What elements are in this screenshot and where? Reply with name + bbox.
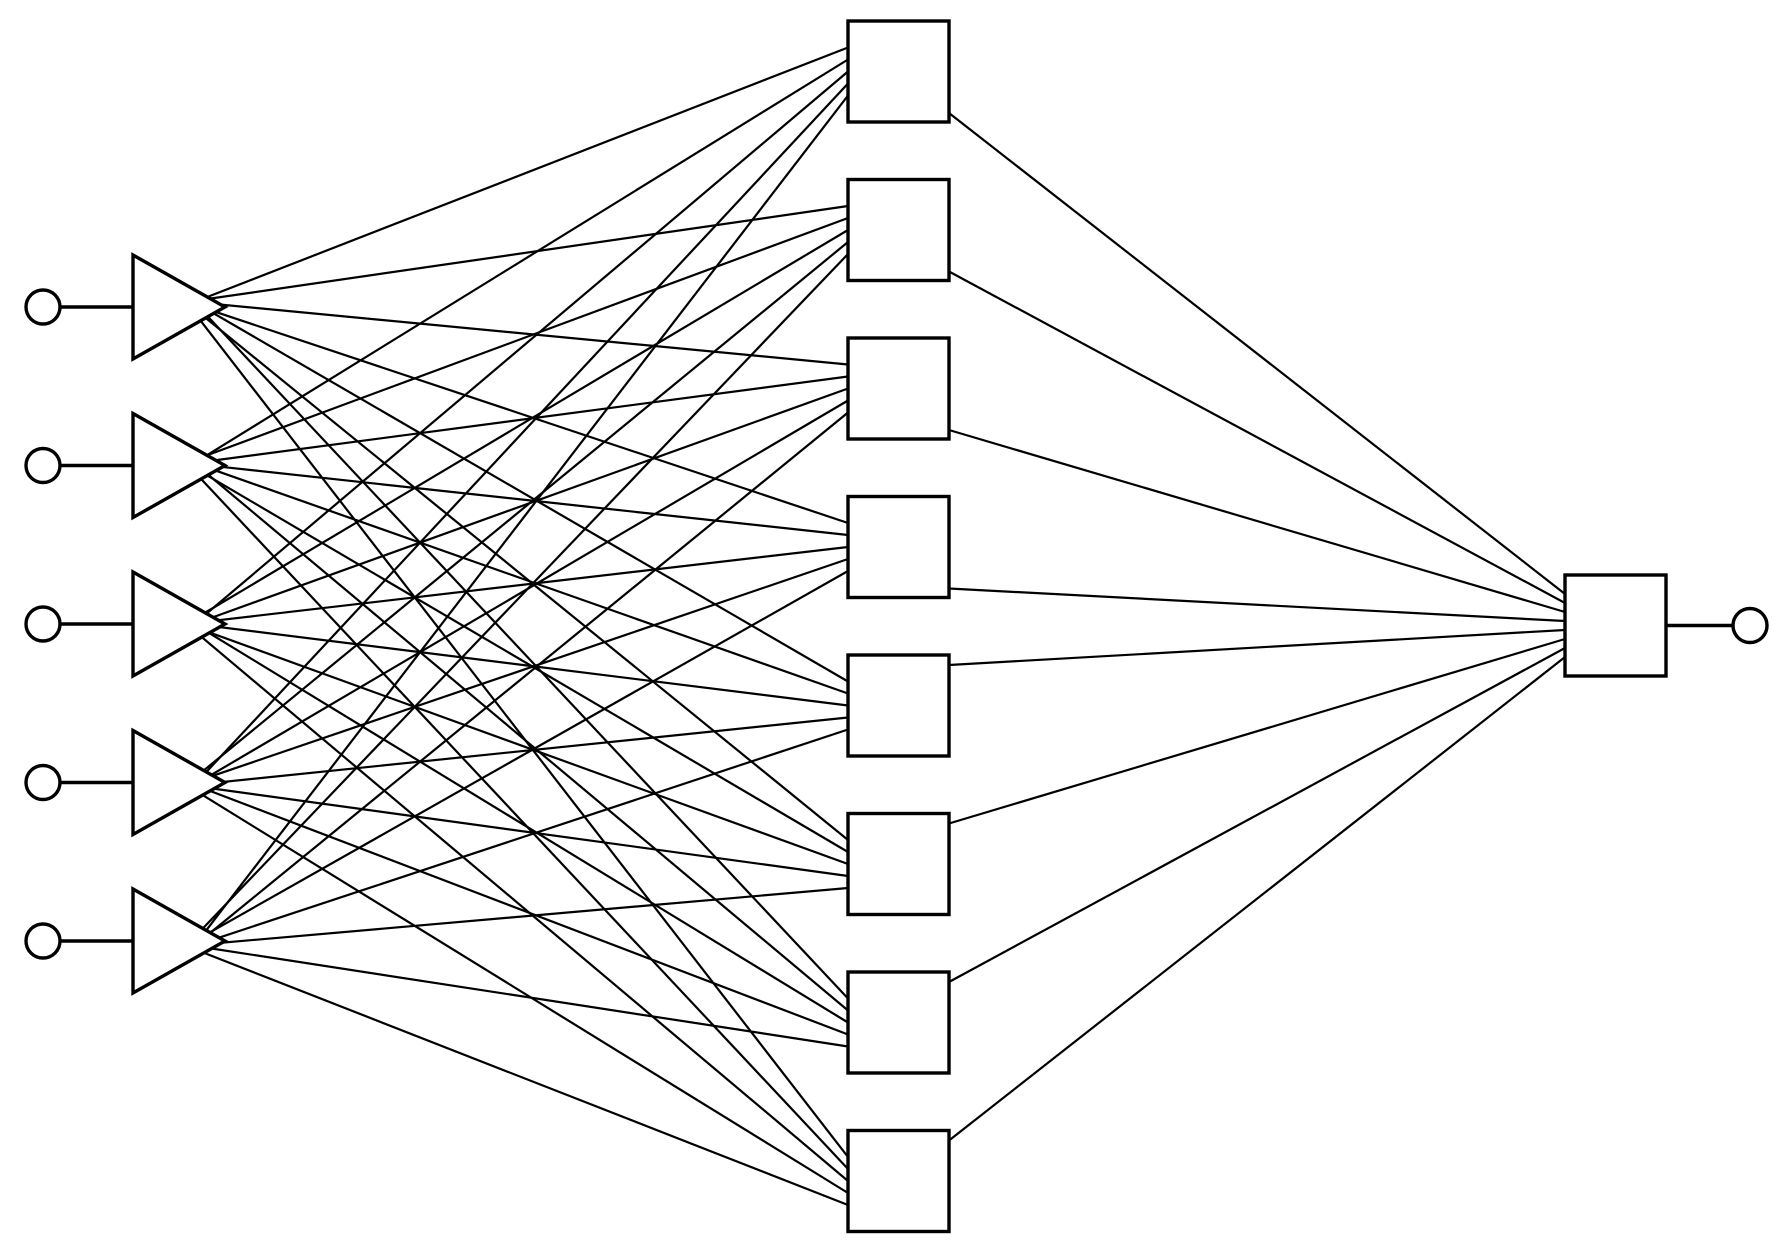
hidden-node-3-square-neuron-icon	[846, 336, 951, 441]
connection-input-3-hidden-4	[196, 545, 849, 624]
connection-input-5-hidden-2	[196, 253, 849, 936]
connection-input-1-hidden-5	[204, 307, 849, 683]
connection-input-3-hidden-2	[196, 229, 849, 619]
connection-input-4-hidden-5	[204, 716, 849, 785]
connection-input-5-hidden-8	[196, 949, 849, 1207]
connection-input-3-hidden-8	[196, 632, 849, 1182]
connection-hidden-8-output	[948, 656, 1566, 1142]
square-neuron-icon	[1563, 573, 1668, 678]
triangle-buffer-icon	[131, 727, 229, 838]
connection-input-2-hidden-2	[196, 216, 849, 461]
connection-input-4-hidden-8	[196, 790, 849, 1194]
triangle-buffer-icon	[131, 886, 229, 996]
connection-input-3-hidden-7	[204, 629, 849, 1024]
connection-input-2-hidden-5	[204, 465, 849, 695]
circle-terminal-icon	[24, 605, 62, 643]
output-layer	[1563, 573, 1769, 678]
connection-hidden-4-output	[948, 587, 1566, 623]
connection-input-4-hidden-7	[204, 787, 849, 1036]
connection-input-5-hidden-3	[204, 411, 849, 938]
connection-input-5-hidden-5	[204, 728, 849, 944]
hidden-node-2-square-neuron-icon	[846, 177, 951, 283]
connection-hidden-5-output	[948, 628, 1566, 667]
connection-hidden-3-output	[948, 428, 1566, 614]
hidden-node-8-square-neuron-icon	[846, 1128, 951, 1234]
input-node-3	[24, 569, 229, 679]
circle-terminal-icon	[24, 922, 62, 960]
connection-input-5-hidden-4	[196, 570, 849, 941]
connection-input-2-hidden-7	[204, 471, 849, 1012]
connection-input-5-hidden-1	[204, 94, 849, 933]
input-node-2	[24, 410, 229, 521]
connection-input-4-hidden-2	[196, 241, 849, 777]
connection-input-2-hidden-1	[204, 58, 849, 458]
hidden-layer	[846, 19, 951, 1234]
connection-input-1-hidden-4	[196, 304, 849, 525]
connection-input-1-hidden-7	[204, 312, 849, 1000]
hidden-node-1-square-neuron-icon	[846, 19, 951, 124]
connection-input-1-hidden-3	[204, 302, 849, 366]
connection-hidden-2-output	[948, 270, 1566, 604]
triangle-buffer-icon	[131, 252, 229, 362]
hidden-node-4-square-neuron-icon	[846, 494, 951, 600]
output-node	[1563, 573, 1769, 678]
circle-terminal-icon	[24, 288, 62, 326]
connection-input-3-hidden-5	[204, 624, 849, 707]
connection-input-4-hidden-1	[204, 82, 849, 775]
connection-input-3-hidden-1	[204, 70, 849, 616]
triangle-buffer-icon	[131, 569, 229, 679]
input-node-4	[24, 727, 229, 838]
connection-input-5-hidden-7	[204, 946, 849, 1048]
connection-hidden-6-output	[948, 637, 1566, 825]
connection-input-2-hidden-3	[204, 375, 849, 463]
connection-input-2-hidden-6	[196, 468, 849, 853]
connection-input-2-hidden-8	[196, 473, 849, 1170]
connection-input-3-hidden-6	[196, 626, 849, 866]
connection-hidden-1-output	[948, 112, 1566, 595]
input-to-hidden-connections	[196, 46, 849, 1207]
connection-input-5-hidden-6	[196, 886, 849, 946]
input-node-1	[24, 252, 229, 362]
circle-terminal-icon	[24, 446, 62, 485]
input-layer	[24, 252, 229, 996]
input-node-5	[24, 886, 229, 996]
hidden-node-6-square-neuron-icon	[846, 811, 951, 917]
hidden-node-7-square-neuron-icon	[846, 970, 951, 1075]
connection-input-1-hidden-6	[196, 310, 849, 841]
connection-input-1-hidden-1	[204, 46, 849, 299]
hidden-node-5-square-neuron-icon	[846, 653, 951, 758]
circle-terminal-icon	[24, 763, 62, 802]
circle-terminal-icon	[1731, 606, 1769, 645]
connection-hidden-7-output	[948, 647, 1566, 983]
connection-input-1-hidden-2	[196, 204, 849, 302]
hidden-to-output-connections	[948, 112, 1566, 1142]
connection-input-2-hidden-4	[196, 463, 849, 537]
connection-input-4-hidden-4	[196, 557, 849, 783]
triangle-buffer-icon	[131, 410, 229, 521]
